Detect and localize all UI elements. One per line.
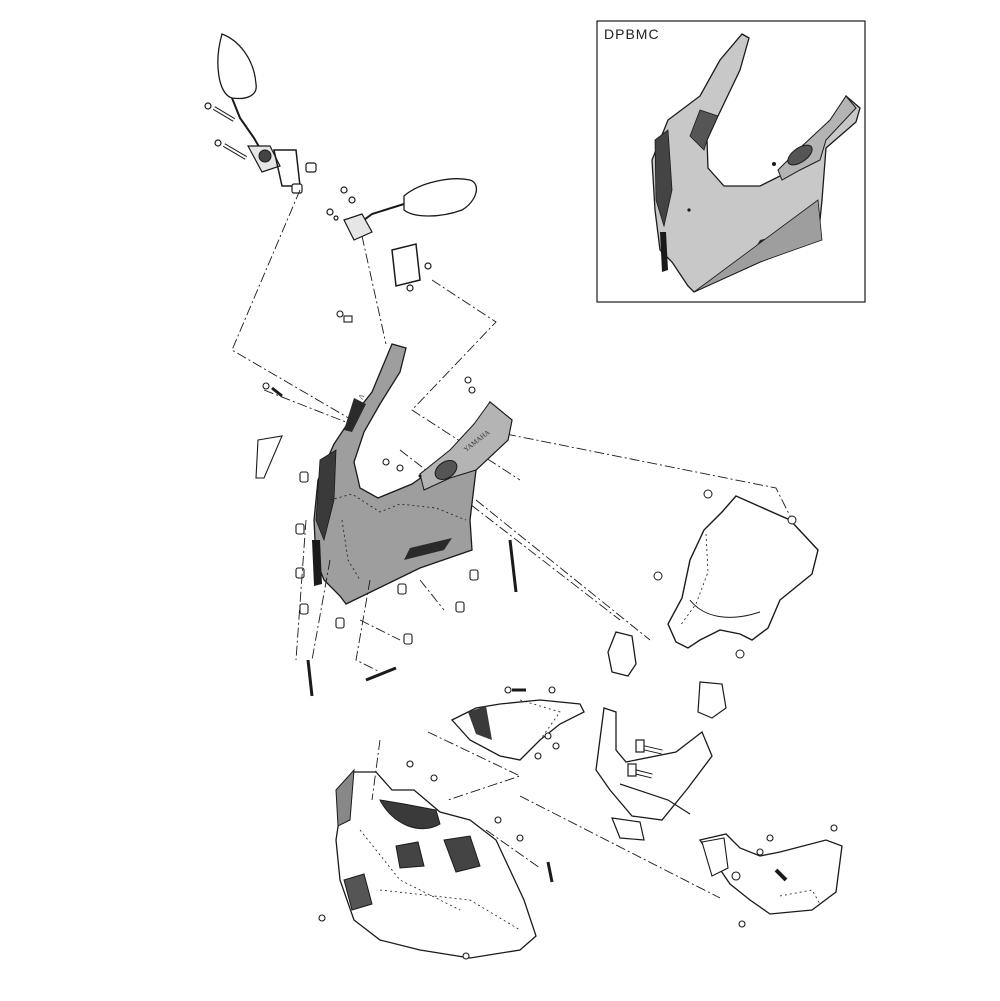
front-stay-bracket [595,631,727,841]
upper-cowling: YAMAHA Λ [312,343,513,605]
leader-lines-upper [231,189,793,641]
right-mirror-assembly [326,178,478,292]
leader-lines-middle [295,519,445,673]
lower-front-cowling [318,760,554,960]
inset-code-label: DPBMC [604,26,660,42]
svg-text:Λ: Λ [357,393,366,401]
under-cowl-piece [698,824,843,928]
cowling-fasteners [255,310,518,697]
inset-cowling-drawing [651,33,861,293]
left-mirror-assembly [204,33,317,194]
mirror-head-left [217,33,257,100]
mirror-head-right [403,178,478,217]
air-duct-piece [450,686,585,761]
leader-lines-lower [371,731,721,899]
inset-panel: DPBMC [596,20,866,303]
windscreen [653,489,819,659]
